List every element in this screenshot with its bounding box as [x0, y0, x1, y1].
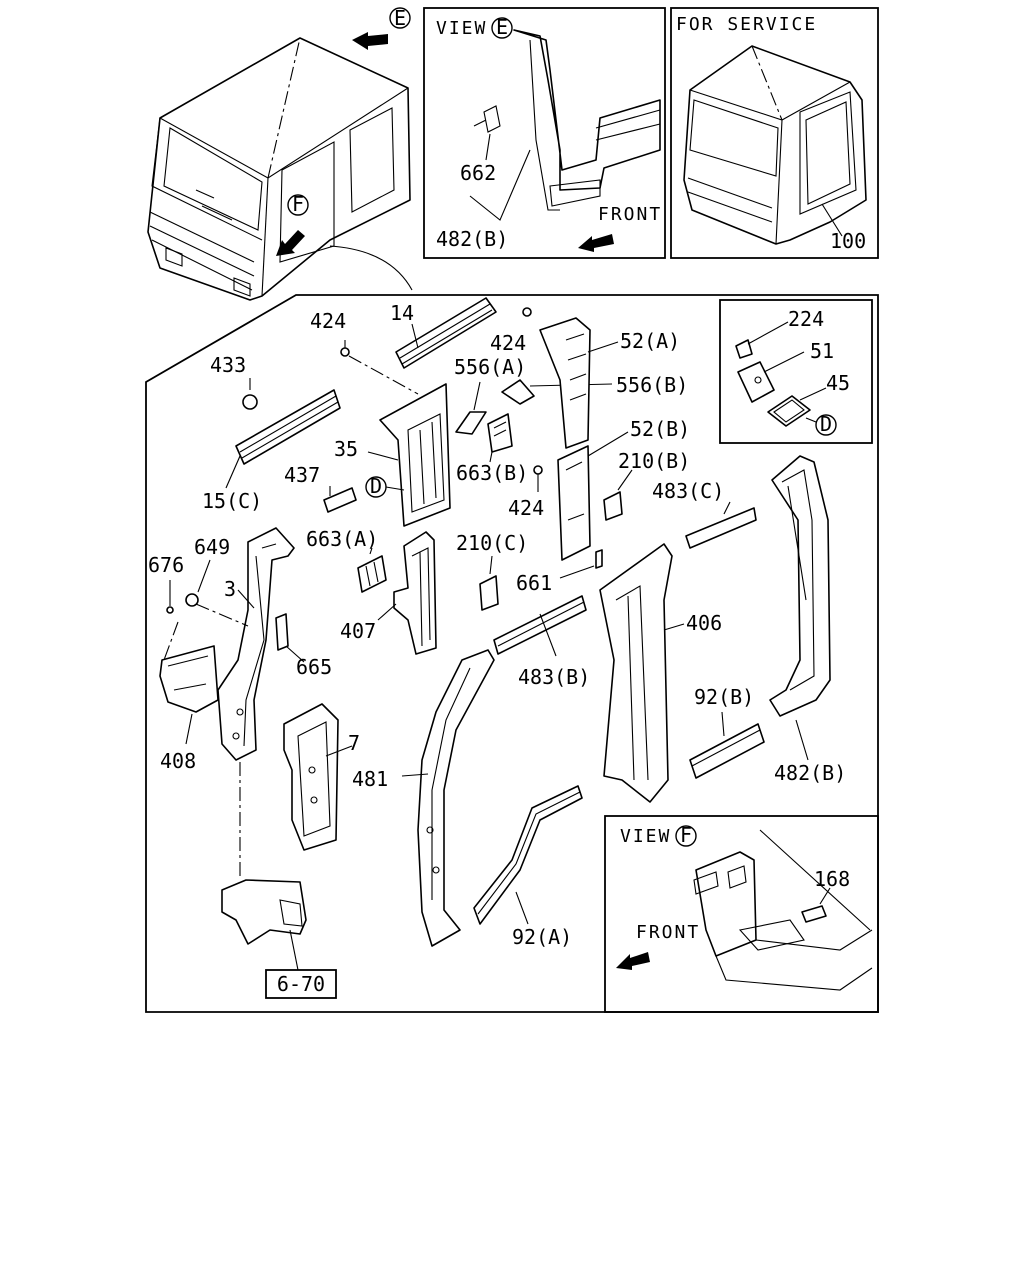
parts-210-661: 210(B) 210(C) 661: [456, 449, 690, 611]
callout-424-c: 424: [508, 496, 544, 520]
callout-424-a: 424: [310, 309, 346, 333]
callout-663a: 663(A): [306, 527, 378, 551]
callout-45: 45: [826, 371, 850, 395]
view-f-title: VIEW: [620, 826, 671, 847]
callout-14: 14: [390, 301, 414, 325]
callout-482b: 482(B): [774, 761, 846, 785]
callout-168: 168: [814, 867, 850, 891]
callout-100: 100: [830, 229, 866, 253]
callout-7: 7: [348, 731, 360, 755]
parts-52: 52(A) 52(B): [539, 317, 690, 561]
callout-15c: 15(C): [202, 489, 262, 513]
callout-424-b: 424: [490, 331, 526, 355]
callout-649: 649: [194, 535, 230, 559]
view-e-ref: E: [496, 15, 508, 39]
inset-cover-parts: 224 51 45 D: [719, 299, 873, 444]
callout-35: 35: [334, 437, 358, 461]
part-6-70: 6-70: [221, 879, 337, 999]
part-14: 14: [390, 297, 497, 369]
parts-556-663b: 556(A) 556(B) 663(B): [454, 355, 688, 485]
main-frame: [145, 294, 879, 1013]
part-481: 481: [352, 649, 495, 947]
part-3-pillar: 3 649 676 665: [148, 527, 332, 880]
callout-408: 408: [160, 749, 196, 773]
part-408: 408: [159, 621, 219, 773]
ref-e-label: E: [394, 6, 406, 30]
part-406: 406: [599, 543, 722, 803]
ref-f-label: F: [292, 192, 304, 216]
view-f-ref-circle: [675, 825, 697, 847]
callout-210c: 210(C): [456, 531, 528, 555]
part-437: 437: [284, 463, 357, 513]
callout-3: 3: [224, 577, 236, 601]
part-92a: 92(A): [473, 785, 583, 949]
callout-92b: 92(B): [694, 685, 754, 709]
parts-483: 483(C) 483(B): [493, 479, 757, 689]
callout-224: 224: [788, 307, 824, 331]
part-92b: 92(B): [689, 685, 765, 779]
part-15c: 433 15(C): [202, 353, 341, 513]
callout-6-70: 6-70: [277, 972, 325, 996]
view-f-inset: VIEW F 168 FRONT: [604, 815, 879, 1013]
callout-676: 676: [148, 553, 184, 577]
view-f-front-label: FRONT: [636, 922, 700, 943]
callout-556a: 556(A): [454, 355, 526, 379]
view-e-front-label: FRONT: [598, 204, 662, 225]
for-service-inset: FOR SERVICE 100: [670, 7, 879, 259]
callout-663b: 663(B): [456, 461, 528, 485]
callout-406: 406: [686, 611, 722, 635]
callout-51: 51: [810, 339, 834, 363]
callout-481: 481: [352, 767, 388, 791]
ref-d-inset-label: D: [820, 412, 832, 436]
for-service-title: FOR SERVICE: [676, 14, 817, 35]
callout-556b: 556(B): [616, 373, 688, 397]
part-35: 35 D: [334, 383, 451, 527]
callout-52a: 52(A): [620, 329, 680, 353]
callout-437: 437: [284, 463, 320, 487]
callout-661: 661: [516, 571, 552, 595]
ref-circle-e: [389, 7, 411, 29]
ref-circle-f: [287, 194, 309, 216]
callout-407: 407: [340, 619, 376, 643]
callout-665: 665: [296, 655, 332, 679]
callout-92a: 92(A): [512, 925, 572, 949]
ref-d-main-label: D: [370, 474, 382, 498]
cab-overview-illustration: E F: [147, 6, 413, 301]
view-f-ref: F: [680, 823, 692, 847]
part-407: 407: [340, 531, 437, 655]
callout-483b: 483(B): [518, 665, 590, 689]
screws-424: 424 424 424: [310, 307, 544, 520]
callout-482b-view: 482(B): [436, 227, 508, 251]
ref-circle-d-inset: [815, 414, 837, 436]
ref-box-6-70: [265, 969, 337, 999]
callout-210b: 210(B): [618, 449, 690, 473]
part-7: 7: [283, 703, 360, 851]
view-e-inset: VIEW E 662 482(B) FRONT: [423, 7, 666, 259]
view-e-title: VIEW: [436, 18, 487, 39]
callout-433: 433: [210, 353, 246, 377]
callout-52b: 52(B): [630, 417, 690, 441]
callout-483c: 483(C): [652, 479, 724, 503]
callout-662: 662: [460, 161, 496, 185]
view-e-ref-circle: [491, 17, 513, 39]
part-663a: 663(A): [306, 527, 387, 593]
part-482b: 482(B): [769, 455, 846, 785]
